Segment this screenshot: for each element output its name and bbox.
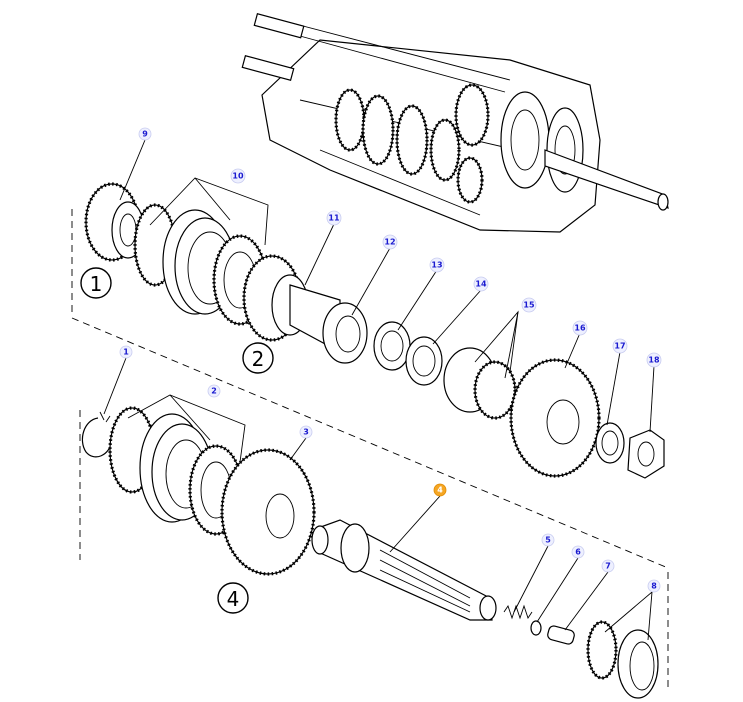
svg-text:1: 1 xyxy=(123,348,129,357)
callout-10[interactable]: 10 xyxy=(230,168,246,184)
svg-text:4: 4 xyxy=(437,486,443,495)
callout-5[interactable]: 5 xyxy=(541,533,555,547)
svg-text:10: 10 xyxy=(232,172,244,181)
callout-17[interactable]: 17 xyxy=(612,338,628,354)
group-separators xyxy=(71,208,669,690)
svg-text:14: 14 xyxy=(475,280,487,289)
svg-text:2: 2 xyxy=(211,387,217,396)
callout-8[interactable]: 8 xyxy=(647,579,661,593)
gearbox-assembly xyxy=(241,12,669,233)
callout-15[interactable]: 15 xyxy=(521,297,537,313)
svg-text:18: 18 xyxy=(648,356,660,365)
callout-1[interactable]: 1 xyxy=(119,345,133,359)
callout-4[interactable]: 4 xyxy=(433,483,447,497)
svg-text:1: 1 xyxy=(90,272,103,296)
group-label-4: 4 xyxy=(217,582,249,614)
callout-6[interactable]: 6 xyxy=(571,545,585,559)
svg-text:6: 6 xyxy=(575,548,581,557)
svg-text:17: 17 xyxy=(614,342,625,351)
callout-13[interactable]: 13 xyxy=(429,257,445,273)
group-label-2: 2 xyxy=(242,342,274,374)
group-labels: 1 2 4 xyxy=(80,267,274,614)
svg-text:8: 8 xyxy=(651,582,657,591)
svg-text:7: 7 xyxy=(605,562,611,571)
callout-3[interactable]: 3 xyxy=(299,425,313,439)
group-1-parts xyxy=(84,182,665,479)
svg-text:3: 3 xyxy=(303,428,309,437)
callout-11[interactable]: 11 xyxy=(326,210,342,226)
group-4-parts xyxy=(81,406,659,699)
svg-text:9: 9 xyxy=(142,130,148,139)
svg-text:12: 12 xyxy=(384,238,395,247)
group-label-1: 1 xyxy=(80,267,112,299)
svg-text:4: 4 xyxy=(227,587,240,611)
svg-text:16: 16 xyxy=(574,324,586,333)
svg-text:5: 5 xyxy=(545,536,551,545)
svg-text:15: 15 xyxy=(523,301,535,310)
callout-16[interactable]: 16 xyxy=(572,320,588,336)
callout-18[interactable]: 18 xyxy=(646,352,662,368)
callout-tags: 9 10 11 12 13 14 15 16 17 18 1 2 3 4 5 6… xyxy=(119,127,662,593)
callout-9[interactable]: 9 xyxy=(138,127,152,141)
callout-12[interactable]: 12 xyxy=(382,234,398,250)
svg-text:2: 2 xyxy=(252,347,265,371)
callout-14[interactable]: 14 xyxy=(473,276,489,292)
svg-text:13: 13 xyxy=(431,261,442,270)
callout-7[interactable]: 7 xyxy=(601,559,615,573)
callout-2[interactable]: 2 xyxy=(207,384,221,398)
svg-text:11: 11 xyxy=(328,214,340,223)
